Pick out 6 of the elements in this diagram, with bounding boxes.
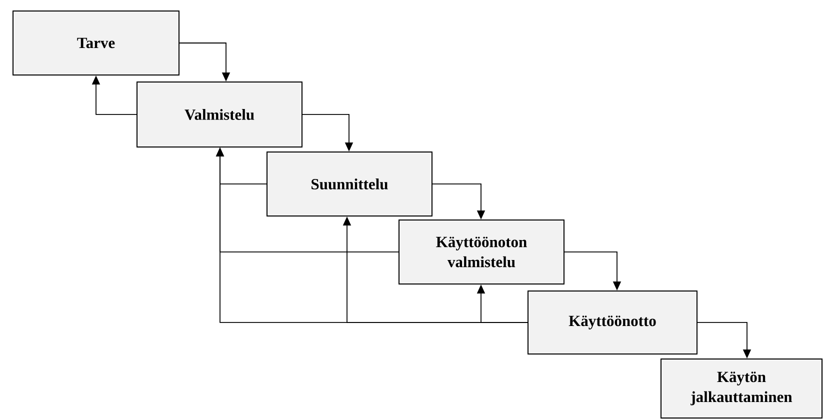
process-box: Valmistelu (136, 82, 302, 148)
process-box: Tarve (12, 10, 180, 76)
process-box: Suunnittelu (266, 152, 432, 216)
process-box: Käyttöönoton valmistelu (398, 220, 564, 284)
process-box: Käytön jalkauttaminen (660, 358, 822, 418)
process-box: Käyttöönotto (528, 290, 698, 354)
